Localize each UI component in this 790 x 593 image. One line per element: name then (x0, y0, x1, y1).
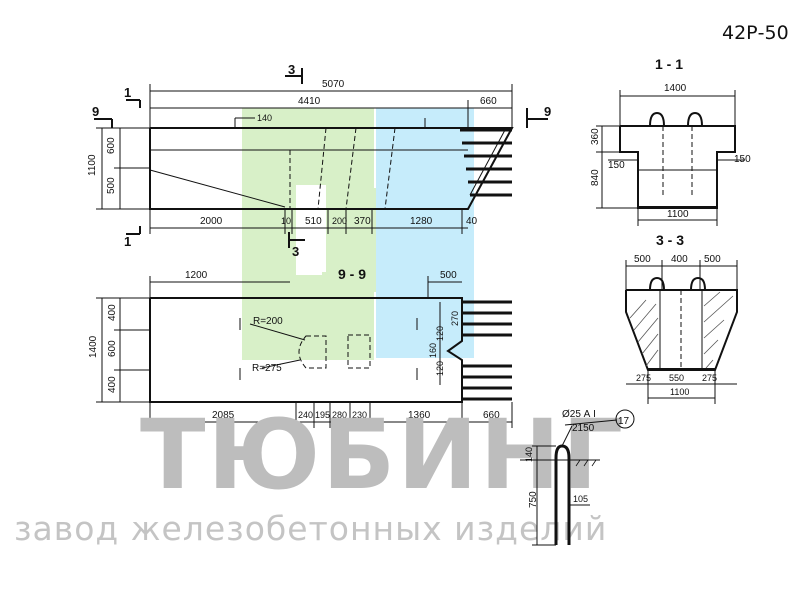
elev-top-mark: 140 (257, 113, 272, 123)
sec33-dim-top-1: 400 (671, 254, 688, 265)
plan-radius-0: R=200 (253, 316, 283, 327)
sec33-hatch-right (703, 291, 734, 369)
sec33-dim-bot-2: 275 (702, 373, 717, 383)
sec33-hatch-left (629, 299, 659, 367)
elev-section-mark-9-right: 9 (544, 104, 551, 119)
loop-rebar: Ø25 А I (562, 409, 596, 420)
sec33-dim-bot-1: 550 (669, 373, 684, 383)
sec11-dim-side-1: 150 (734, 154, 751, 165)
plan-view: 9 - 9 R=200 R=275 1200 500 (88, 266, 513, 428)
plan-dim-right-1: 120 (435, 326, 445, 341)
elevation-outline (149, 127, 514, 210)
elev-section-mark-3-top: 3 (288, 62, 295, 77)
sec11-title: 1 - 1 (655, 56, 683, 72)
sec33-dim-total: 1100 (670, 387, 689, 397)
elev-dim-bot-6: 40 (466, 216, 478, 227)
sec33-loop-right (690, 276, 706, 291)
lifting-loop: 17 Ø25 А I 2150 140 750 105 (520, 409, 635, 546)
elev-dim-bot-4: 370 (354, 216, 371, 227)
elev-dim-bot-2: 510 (305, 216, 322, 227)
sec11-dim-top: 1400 (664, 83, 687, 94)
loop-dim-0: 140 (524, 447, 534, 462)
elev-dim-top-0: 5070 (322, 79, 345, 90)
sec11-dim-side-0: 150 (608, 160, 625, 171)
plan-dim-right-3: 120 (435, 361, 445, 376)
plan-dim-bot-3: 280 (332, 410, 347, 420)
loop-position-circle (615, 409, 635, 429)
plan-radius-1: R=275 (252, 363, 282, 374)
elev-dim-bot-1: 10 (281, 216, 291, 226)
plan-title: 9 - 9 (338, 266, 366, 282)
plan-dim-bot-2: 195 (315, 410, 330, 420)
sec33-loop-left (649, 276, 665, 291)
sec33-dim-top-2: 500 (704, 254, 721, 265)
watermark-brand: ТЮБИНГ (140, 399, 625, 511)
elev-section-mark-1-top: 1 (124, 85, 131, 100)
watermark-gap (296, 185, 326, 275)
plan-dim-bot-4: 230 (352, 410, 367, 420)
plan-dim-left-1: 400 (107, 304, 118, 321)
loop-position: 17 (618, 416, 630, 427)
plan-dim-left-0: 1400 (88, 335, 99, 358)
plan-dim-right-0: 270 (450, 311, 460, 326)
elev-dim-left-1: 600 (106, 137, 117, 154)
elevation-slope-line (149, 169, 286, 208)
elev-section-mark-9-left: 9 (92, 104, 99, 119)
sec11-outline (619, 125, 736, 209)
elev-dim-bot-5: 1280 (410, 216, 433, 227)
elev-dim-top-2: 660 (480, 96, 497, 107)
plan-dim-top-0: 1200 (185, 270, 208, 281)
elev-dim-left-0: 1100 (87, 154, 98, 176)
plan-opening-rect (347, 334, 371, 369)
section-3-3: 3 - 3 500 400 500 2 (625, 232, 738, 404)
drawing-code: 42Р-50 (722, 22, 789, 44)
elev-dim-top-1: 4410 (298, 96, 321, 107)
plan-dim-bot-5: 1360 (408, 410, 431, 421)
plan-outline (149, 297, 463, 403)
sec33-title: 3 - 3 (656, 232, 684, 248)
elev-section-mark-3-bot: 3 (292, 244, 299, 259)
plan-dim-right-2: 160 (428, 343, 438, 358)
plan-opening-round (298, 335, 327, 369)
sec11-dim-left-0: 360 (590, 128, 601, 145)
loop-dim-1: 750 (528, 491, 539, 508)
plan-dim-top-1: 500 (440, 270, 457, 281)
sec11-dim-bot: 1100 (667, 209, 689, 220)
sec11-dim-left-1: 840 (590, 169, 601, 186)
section-1-1: 1 - 1 1400 360 840 150 150 1100 (590, 56, 751, 226)
plan-rebar-outlets (462, 300, 512, 401)
sec33-dim-bot-0: 275 (636, 373, 651, 383)
plan-dim-bot-1: 240 (298, 410, 313, 420)
elev-section-mark-1-bot: 1 (124, 234, 131, 249)
plan-dim-bot-6: 660 (483, 410, 500, 421)
watermark-tagline: завод железобетонных изделий (14, 509, 607, 548)
plan-dim-left-2: 600 (107, 340, 118, 357)
plan-dim-left-3: 400 (107, 376, 118, 393)
loop-dim-2: 105 (573, 494, 588, 504)
loop-length: 2150 (572, 423, 595, 434)
elev-dim-left-2: 500 (106, 177, 117, 194)
elevation-rebar-outlets (460, 128, 512, 197)
elev-dim-bot-0: 2000 (200, 216, 223, 227)
plan-dim-bot-0: 2085 (212, 410, 235, 421)
sec11-loop-left (649, 111, 665, 127)
sec11-loop-right (687, 111, 703, 127)
elev-dim-bot-3: 200 (332, 216, 347, 226)
watermark-green-bar (322, 272, 376, 292)
sec33-dim-top-0: 500 (634, 254, 651, 265)
elevation-view: 5070 4410 660 140 1100 600 500 2000 10 5… (87, 62, 551, 259)
